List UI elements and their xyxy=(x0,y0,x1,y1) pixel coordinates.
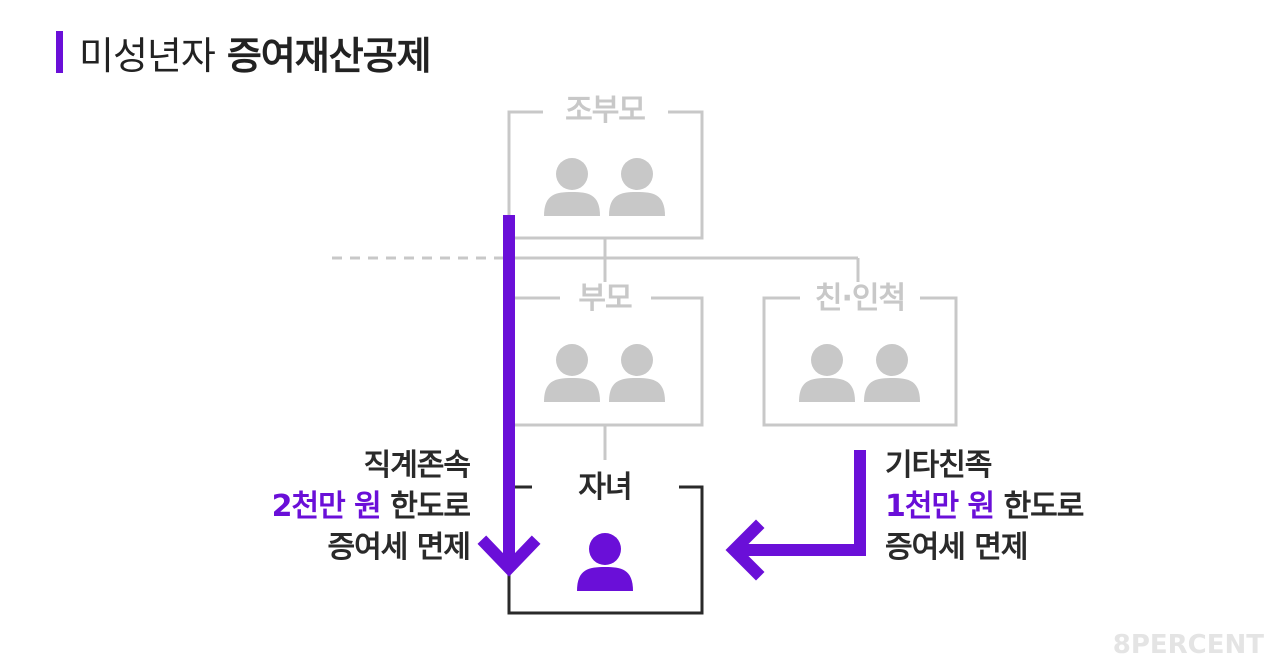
parents-icons xyxy=(544,344,665,402)
relatives-box xyxy=(762,296,958,427)
other-relatives-arrow xyxy=(725,450,866,581)
person-icon xyxy=(609,158,665,216)
person-icon xyxy=(577,533,633,591)
note-line: 증여세 면제 xyxy=(327,530,471,565)
arrow-left-icon xyxy=(725,519,765,581)
note-limit: 한도로 xyxy=(380,489,471,524)
brand-logo: 8PERCENT xyxy=(1112,630,1264,660)
grandparents-icons xyxy=(544,158,665,216)
direct-ascendant-arrow xyxy=(477,215,541,577)
person-icon xyxy=(609,344,665,402)
arrow-down-icon xyxy=(477,535,541,577)
person-icon xyxy=(544,344,600,402)
person-icon xyxy=(864,344,920,402)
note-line: 직계존속 xyxy=(363,448,471,483)
direct-ascendant-note: 직계존속 2천만 원 한도로 증여세 면제 xyxy=(271,445,471,568)
note-limit: 한도로 xyxy=(994,489,1085,524)
deduction-amount: 2천만 원 xyxy=(271,489,382,524)
grandparents-label: 조부모 xyxy=(565,93,645,128)
tree-connectors xyxy=(500,238,860,460)
parents-label: 부모 xyxy=(578,281,632,316)
note-line: 1천만 원 한도로 xyxy=(885,486,1085,527)
relatives-label: 친·인척 xyxy=(815,281,905,316)
note-line: 2천만 원 한도로 xyxy=(271,486,471,527)
deduction-amount: 1천만 원 xyxy=(885,489,995,524)
title-prefix: 미성년자 xyxy=(79,33,216,78)
other-relatives-note: 기타친족 1천만 원 한도로 증여세 면제 xyxy=(885,445,1085,568)
title-accent-bar xyxy=(56,31,63,73)
child-label: 자녀 xyxy=(578,470,631,505)
note-line: 증여세 면제 xyxy=(885,530,1028,565)
title-main: 증여재산공제 xyxy=(226,33,432,78)
page-title: 미성년자 증여재산공제 xyxy=(56,26,432,78)
child-icon xyxy=(577,533,633,591)
grandparents-box xyxy=(507,110,704,240)
parents-box xyxy=(507,296,704,427)
person-icon xyxy=(799,344,855,402)
person-icon xyxy=(544,158,600,216)
relatives-icons xyxy=(799,344,920,402)
note-line: 기타친족 xyxy=(885,448,992,483)
